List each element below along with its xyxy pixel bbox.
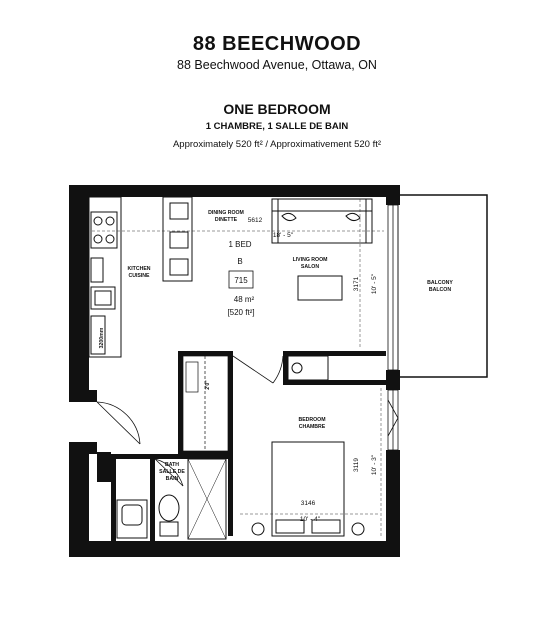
bath-door [154,458,184,487]
living-depth-mm: 3171 [353,276,360,291]
unit-number-box [228,270,254,289]
balcony-label-1: BALCONY [427,280,453,286]
bed [251,441,365,537]
dining-label-2: DINETTE [215,217,238,223]
dining-width-ft: 18' - 5" [273,232,294,239]
bath-label-3: BAIN [166,476,179,482]
building-title: 88 BEECHWOOD [192,33,362,55]
bedroom-door [232,355,284,384]
balcony-label-2: BALCON [429,287,451,293]
unit-type-subheading: 1 CHAMBRE, 1 SALLE DE BAIN [205,121,349,132]
dimension-lines [92,199,384,536]
window-east [387,204,399,451]
exterior-walls [69,185,400,557]
unit-number: 715 [234,276,248,285]
balcony [397,194,488,378]
kitchen-note: 3200mm [99,327,105,348]
media-unit [287,355,329,381]
bedroom-depth-ft: 10' - 3" [371,454,378,475]
kitchen-counter [88,196,122,358]
closet-label: 2'0" [205,380,211,390]
dining-label-1: DINING ROOM [208,210,244,216]
kitchen-label-2: CUISINE [128,273,150,279]
dining-table [162,196,193,282]
sofa [271,198,373,244]
bedroom-label-1: BEDROOM [298,417,325,423]
unit-type-heading: ONE BEDROOM [223,101,331,117]
bath-label-2: SALLE DE [159,469,185,475]
bedroom-width-ft: 10' - 4" [300,516,321,523]
living-label-2: SALON [301,264,319,270]
entry-door [96,401,141,445]
bedroom-depth-mm: 3119 [353,458,360,472]
coffee-table [297,275,343,301]
living-depth-ft: 10' - 5" [371,273,378,294]
bedroom-width-mm: 3146 [301,500,316,507]
kitchen-label-1: KITCHEN [127,266,150,272]
bath-label-1: BATH [165,462,179,468]
living-label-1: LIVING ROOM [293,257,328,263]
bath-fixtures [116,458,227,540]
bedroom-label-2: CHAMBRE [299,424,326,430]
approximate-area: Approximately 520 ft² / Approximativemen… [172,139,382,150]
closet [182,355,229,452]
dining-width-mm: 5612 [248,217,263,224]
unit-area-m: 48 m² [234,295,255,304]
building-address: 88 Beechwood Avenue, Ottawa, ON [177,58,377,72]
interior-walls [111,351,386,544]
unit-model: B [237,257,242,266]
unit-area-ft: [520 ft²] [227,308,254,317]
unit-beds: 1 BED [228,240,251,249]
